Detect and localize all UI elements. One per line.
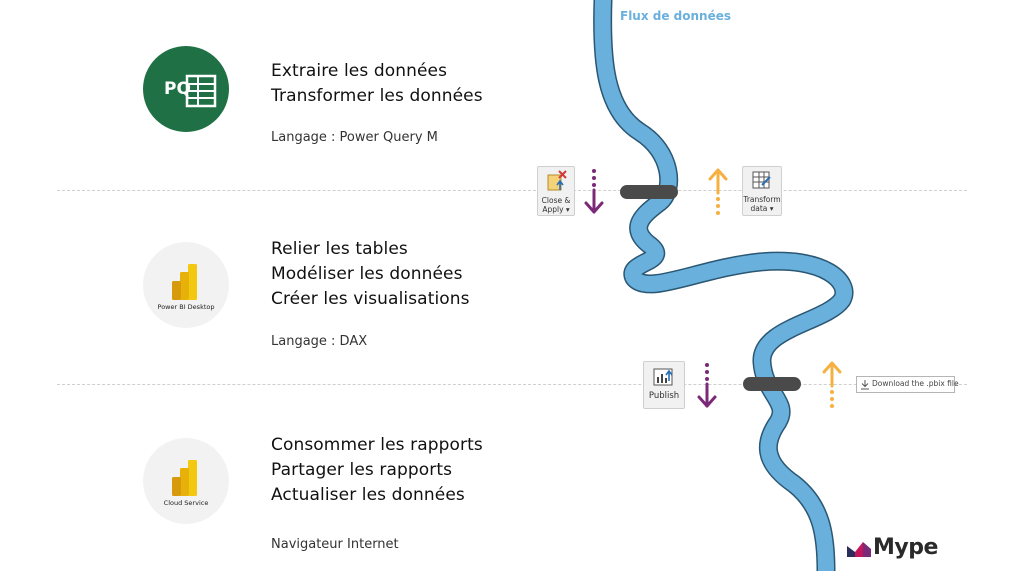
powerbi-icon: [172, 460, 197, 496]
heading-line: Actualiser les données: [271, 485, 465, 505]
close-apply-icon: [547, 170, 567, 191]
publish-label: Publish: [648, 391, 680, 401]
heading-line: Relier les tables: [271, 239, 408, 259]
heading-line: Créer les visualisations: [271, 289, 470, 309]
download-pbix-button[interactable]: Download the .pbix file: [856, 376, 959, 393]
section-2-language: Langage : DAX: [271, 334, 368, 349]
dam-1: [620, 185, 678, 199]
heading-line: Partager les rapports: [271, 460, 453, 480]
powerquery-logo-text: PQ: [164, 79, 191, 99]
section-2-headings: Relier les tables Modéliser les données …: [271, 237, 470, 312]
section-3-language: Navigateur Internet: [271, 537, 399, 552]
powerbi-desktop-logo: Power BI Desktop: [143, 242, 229, 328]
publish-button[interactable]: Publish: [643, 361, 685, 409]
arrow-up-icon: [708, 168, 728, 215]
heading-line: Transformer les données: [271, 86, 483, 106]
arrow-down-icon: [697, 363, 717, 408]
divider-1: [57, 190, 967, 191]
heading-line: Consommer les rapports: [271, 435, 483, 455]
section-3-headings: Consommer les rapports Partager les rapp…: [271, 433, 483, 508]
section-1-language: Langage : Power Query M: [271, 130, 438, 145]
brand-name: Mype: [873, 535, 938, 560]
arrow-up-icon: [822, 361, 842, 408]
mype-logo-icon: [847, 542, 871, 557]
transform-data-label-2: data ▾: [750, 204, 774, 213]
powerbi-icon: [172, 264, 197, 300]
powerquery-logo: PQ: [143, 46, 229, 132]
transform-data-icon: [752, 171, 771, 189]
download-icon: [861, 380, 869, 390]
arrow-down-icon: [584, 169, 604, 214]
flow-label: Flux de données: [620, 9, 732, 23]
transform-data-label-1: Transform: [743, 195, 781, 204]
download-pbix-label: Download the .pbix file: [872, 379, 959, 388]
transform-data-button[interactable]: Transform data ▾: [742, 166, 782, 216]
powerquery-excel-icon: [185, 74, 217, 108]
divider-2: [57, 384, 967, 385]
heading-line: Modéliser les données: [271, 264, 463, 284]
powerbi-desktop-caption: Power BI Desktop: [157, 303, 215, 311]
close-apply-label-2: Apply ▾: [542, 205, 570, 214]
section-1-headings: Extraire les données Transformer les don…: [271, 59, 483, 109]
heading-line: Extraire les données: [271, 61, 448, 81]
dam-2: [743, 377, 801, 391]
publish-icon: [653, 368, 673, 386]
powerbi-service-logo: Cloud Service: [143, 438, 229, 524]
close-apply-label-1: Close &: [541, 196, 571, 205]
cloud-service-caption: Cloud Service: [163, 499, 209, 507]
close-apply-button[interactable]: Close & Apply ▾: [537, 166, 575, 216]
